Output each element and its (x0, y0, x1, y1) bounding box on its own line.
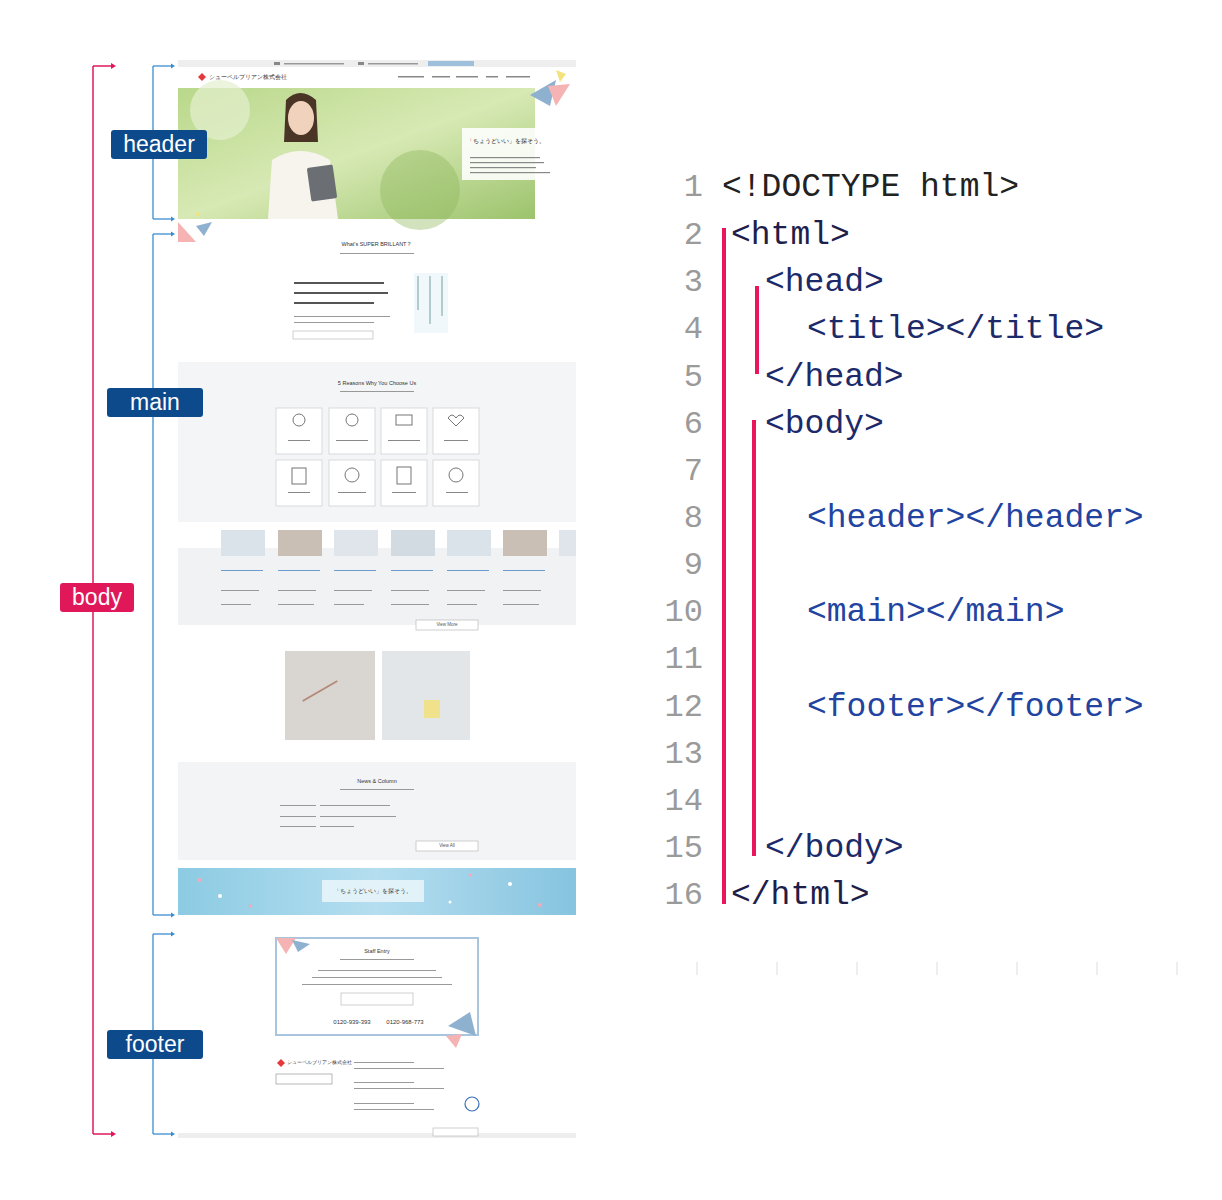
dotted-rule (697, 962, 1177, 975)
line-number: 6 (684, 407, 703, 442)
banner-copy: 「ちょうどいい」を探そう。 (334, 888, 412, 895)
code-line: <html> (731, 218, 850, 254)
code-line: <main></main> (807, 595, 1064, 631)
line-number: 11 (665, 642, 703, 677)
logo-text: シューペルブリアン株式会社 (209, 74, 287, 80)
line-number: 12 (665, 690, 703, 725)
section-heading: What's SUPER BRILLANT？ (342, 241, 413, 247)
line-number: 1 (684, 170, 703, 205)
line-number: 15 (665, 831, 703, 866)
line-number: 5 (684, 360, 703, 395)
line-number: 14 (665, 784, 703, 819)
section-brackets (153, 64, 175, 1137)
code-line: </head> (765, 360, 904, 396)
logo-text: シューペルブリアン株式会社 (287, 1060, 352, 1066)
line-number: 4 (684, 312, 703, 347)
line-number: 2 (684, 218, 703, 253)
section-label: main (107, 388, 203, 417)
code-line: <head> (765, 265, 884, 301)
section-name: footer (126, 1033, 185, 1056)
phone-number: 0120-968-773 (386, 1019, 423, 1026)
section-heading: News & Column (357, 778, 396, 784)
section-label: header (111, 130, 207, 159)
section-name: header (123, 133, 195, 156)
code-line: <!DOCTYPE html> (722, 170, 1019, 206)
button-text: View All (439, 844, 455, 849)
section-heading: Staff Entry (364, 948, 390, 954)
section-label: footer (107, 1030, 203, 1059)
code-line: </body> (765, 831, 904, 867)
line-number: 9 (684, 548, 703, 583)
webpage-screenshot (178, 60, 576, 1138)
code-line: </html> (731, 878, 870, 914)
code-line: <title></title> (807, 312, 1104, 348)
code-line: <header></header> (807, 501, 1144, 537)
hero-copy: 「ちょうどいい」を探そう。 (467, 138, 545, 145)
button-text: View More (436, 623, 457, 628)
section-name: main (130, 391, 180, 414)
code-line: <footer></footer> (807, 690, 1144, 726)
line-number: 10 (665, 595, 703, 630)
code-line: <body> (765, 407, 884, 443)
section-name: body (72, 586, 122, 609)
line-number: 16 (665, 878, 703, 913)
line-number: 13 (665, 737, 703, 772)
section-heading: 5 Reasons Why You Choose Us (338, 380, 416, 386)
line-number: 3 (684, 265, 703, 300)
line-number: 7 (684, 454, 703, 489)
line-number: 8 (684, 501, 703, 536)
phone-number: 0120-939-393 (333, 1019, 370, 1026)
code-brackets (722, 228, 759, 904)
body-label: body (60, 583, 134, 612)
